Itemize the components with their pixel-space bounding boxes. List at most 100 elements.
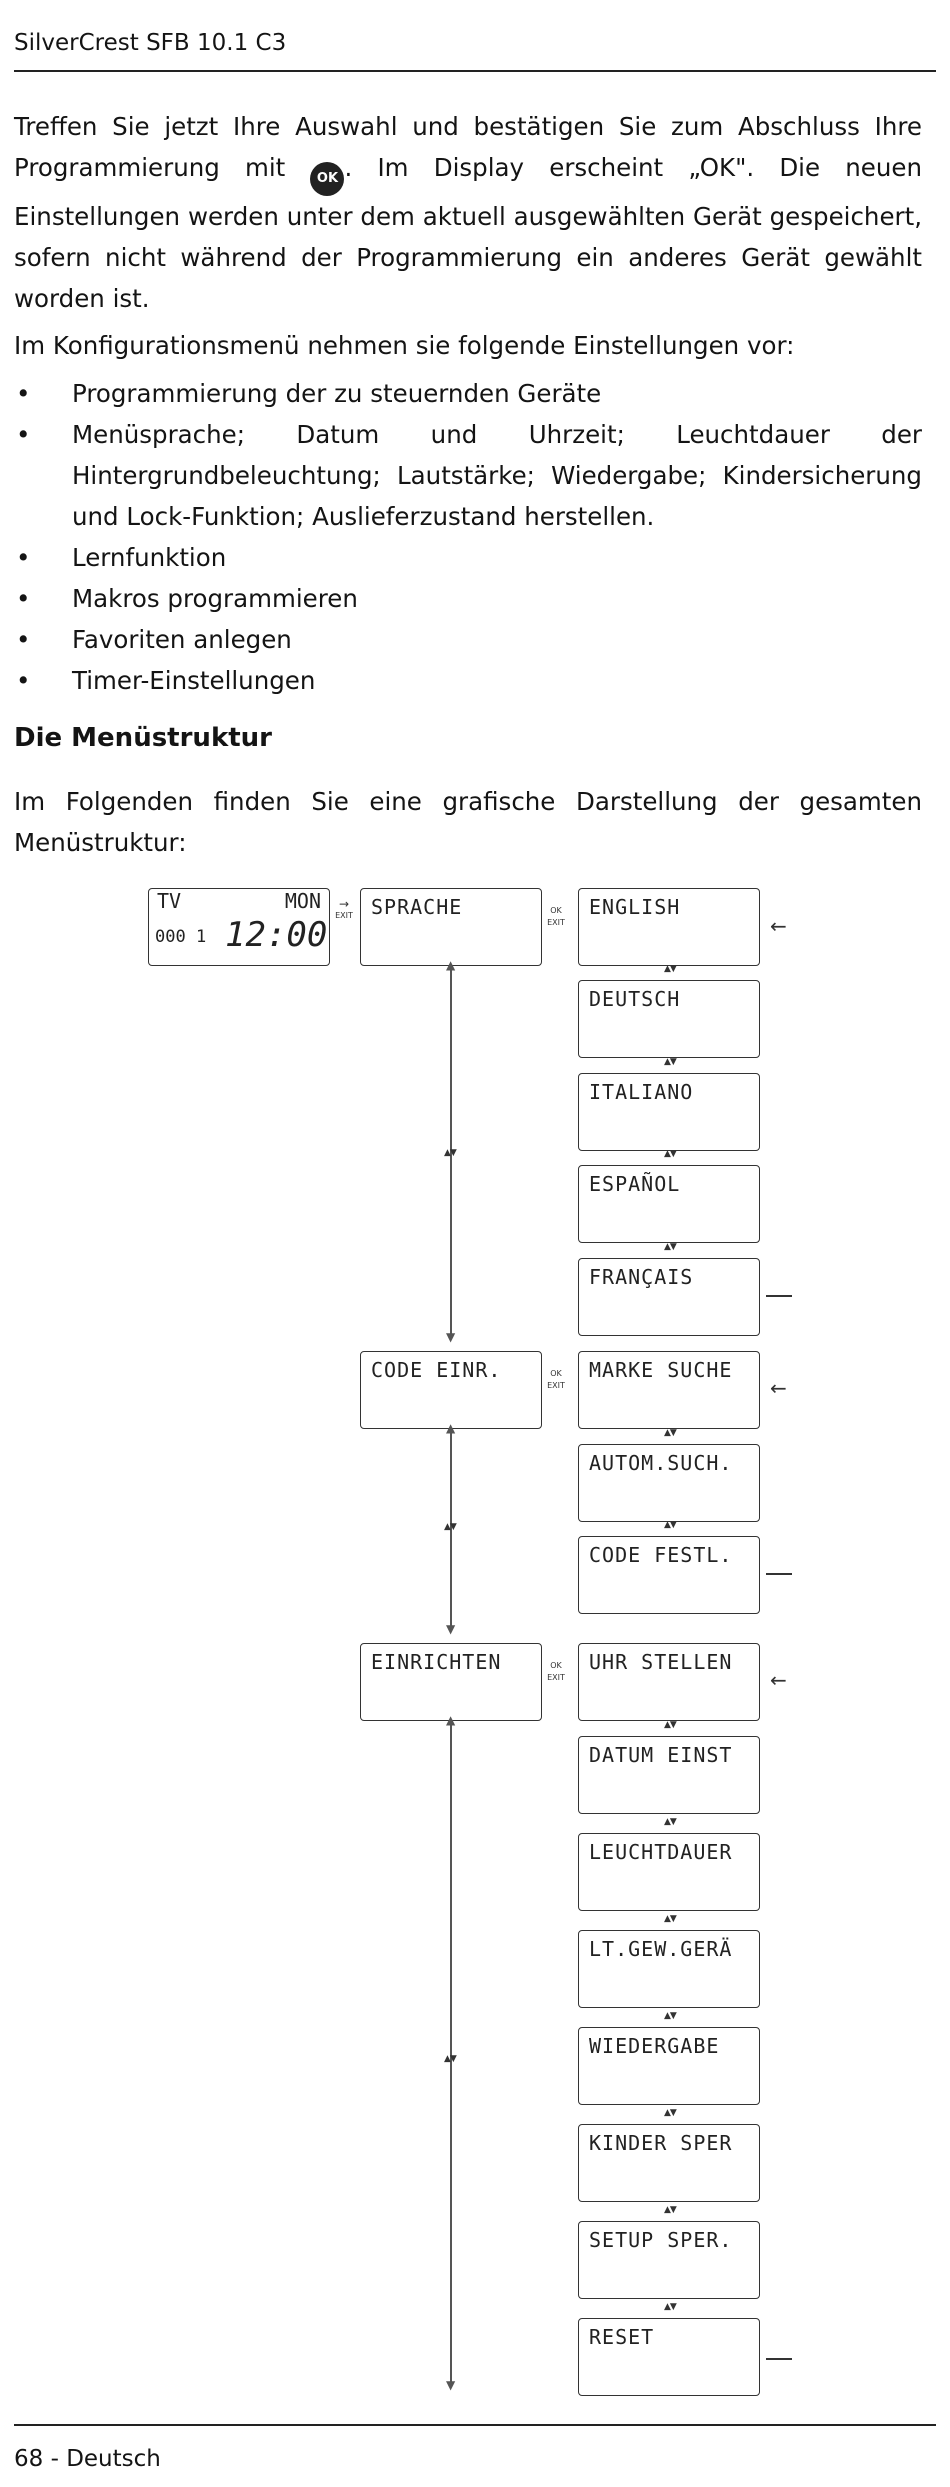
- up-down-icon: ▲▼: [664, 1149, 677, 1159]
- up-down-icon: ▲▼: [664, 2108, 677, 2118]
- option-marke-suche: MARKE SUCHE: [578, 1351, 760, 1429]
- option-label: DATUM EINST: [589, 1743, 733, 1767]
- up-down-icon: ▲▼: [664, 2205, 677, 2215]
- section-intro: Im Folgenden finden Sie eine grafische D…: [14, 787, 922, 857]
- header-title: SilverCrest SFB 10.1 C3: [14, 30, 287, 56]
- bullet-item: Favoriten anlegen: [14, 619, 922, 660]
- up-down-icon: ▲▼: [444, 1148, 457, 1158]
- arrow-down-icon: ▼: [446, 1330, 456, 1344]
- bullet-item: Lernfunktion: [14, 537, 922, 578]
- arrow-down-icon: ▼: [446, 2378, 456, 2392]
- option-italiano: ITALIANO: [578, 1073, 760, 1151]
- option-label: RESET: [589, 2325, 655, 2349]
- up-down-icon: ▲▼: [664, 2011, 677, 2021]
- option-label: ITALIANO: [589, 1080, 694, 1104]
- exit-label: EXIT: [547, 1381, 565, 1390]
- option-francais: FRANÇAIS: [578, 1258, 760, 1336]
- loop-end-mark: [766, 1295, 792, 1297]
- display-time: 12:00: [225, 915, 328, 955]
- config-intro: Im Konfigurationsmenü nehmen sie folgend…: [14, 331, 795, 360]
- up-down-icon: ▲▼: [664, 1817, 677, 1827]
- option-english: ENGLISH: [578, 888, 760, 966]
- loop-arrow-icon: ←: [770, 1376, 787, 1400]
- start-ok-exit-icon: → EXIT: [330, 898, 358, 922]
- option-kinder-sper: KINDER SPER: [578, 2124, 760, 2202]
- ok-icon-label: OK: [316, 171, 339, 186]
- option-label: DEUTSCH: [589, 987, 681, 1011]
- up-down-icon: ▲▼: [664, 1914, 677, 1924]
- up-down-icon: ▲▼: [664, 964, 677, 974]
- section-title: Die Menüstruktur: [14, 723, 272, 753]
- bullet-item: Timer-Einstellungen: [14, 660, 922, 701]
- ok-label: OK: [550, 906, 562, 915]
- up-down-icon: ▲▼: [664, 1428, 677, 1438]
- arrow-up-icon: ▲: [446, 1421, 456, 1435]
- ok-label: OK: [550, 1661, 562, 1670]
- option-wiedergabe: WIEDERGABE: [578, 2027, 760, 2105]
- loop-end-mark: [766, 2358, 792, 2360]
- option-label: WIEDERGABE: [589, 2034, 720, 2058]
- arrow-up-icon: ▲: [446, 958, 456, 972]
- option-autom-such: AUTOM.SUCH.: [578, 1444, 760, 1522]
- menu-label: SPRACHE: [371, 895, 463, 919]
- up-down-icon: ▲▼: [664, 1242, 677, 1252]
- up-down-icon: ▲▼: [444, 1522, 457, 1532]
- option-datum-einst: DATUM EINST: [578, 1736, 760, 1814]
- start-display: TV MON 000 1 12:00: [148, 888, 330, 966]
- display-device: TV: [157, 889, 182, 913]
- exit-label: EXIT: [335, 911, 353, 920]
- up-down-icon: ▲▼: [444, 2054, 457, 2064]
- option-label: KINDER SPER: [589, 2131, 733, 2155]
- option-uhr-stellen: UHR STELLEN: [578, 1643, 760, 1721]
- bullet-item: Programmierung der zu steuernden Geräte: [14, 373, 922, 414]
- option-lt-gew-gera: LT.GEW.GERÄ: [578, 1930, 760, 2008]
- bullet-item: Makros programmieren: [14, 578, 922, 619]
- up-down-icon: ▲▼: [664, 2302, 677, 2312]
- option-setup-sper: SETUP SPER.: [578, 2221, 760, 2299]
- footer-rule: [14, 2424, 936, 2426]
- ok-button-icon: OK: [310, 161, 345, 196]
- option-label: SETUP SPER.: [589, 2228, 733, 2252]
- option-deutsch: DEUTSCH: [578, 980, 760, 1058]
- up-down-icon: ▲▼: [664, 1520, 677, 1530]
- page-number: 68 - Deutsch: [14, 2446, 161, 2472]
- option-espanol: ESPAÑOL: [578, 1165, 760, 1243]
- header-rule: [14, 70, 936, 72]
- option-leuchtdauer: LEUCHTDAUER: [578, 1833, 760, 1911]
- option-label: LT.GEW.GERÄ: [589, 1937, 733, 1961]
- menu-label: EINRICHTEN: [371, 1650, 502, 1674]
- einrichten-ok-exit-icon: OK EXIT: [542, 1660, 570, 1684]
- up-down-icon: ▲▼: [664, 1720, 677, 1730]
- option-label: ESPAÑOL: [589, 1172, 681, 1196]
- loop-arrow-icon: ←: [770, 1668, 787, 1692]
- option-label: AUTOM.SUCH.: [589, 1451, 733, 1475]
- option-label: ENGLISH: [589, 895, 681, 919]
- intro-text-part1: Treffen Sie jetzt Ihre Auswahl und bestä…: [14, 112, 922, 182]
- bullet-item: Menüsprache; Datum und Uhrzeit; Leuchtda…: [14, 414, 922, 537]
- intro-text-part2: . Im Display erscheint „OK". Die neuen E…: [14, 153, 922, 313]
- option-label: LEUCHTDAUER: [589, 1840, 733, 1864]
- option-code-festl: CODE FESTL.: [578, 1536, 760, 1614]
- config-bullet-list: Programmierung der zu steuernden Geräte …: [14, 373, 922, 701]
- menu-sprache: SPRACHE: [360, 888, 542, 966]
- menu-code-einr: CODE EINR.: [360, 1351, 542, 1429]
- option-reset: RESET: [578, 2318, 760, 2396]
- option-label: MARKE SUCHE: [589, 1358, 733, 1382]
- menu-einrichten: EINRICHTEN: [360, 1643, 542, 1721]
- loop-end-mark: [766, 1573, 792, 1575]
- arrow-up-icon: ▲: [446, 1713, 456, 1727]
- option-label: UHR STELLEN: [589, 1650, 733, 1674]
- display-code: 000 1: [155, 927, 207, 947]
- menu-label: CODE EINR.: [371, 1358, 502, 1382]
- menu-connector-line: [450, 1721, 452, 2387]
- option-label: FRANÇAIS: [589, 1265, 694, 1289]
- menu-connector-line: [450, 1429, 452, 1631]
- option-label: CODE FESTL.: [589, 1543, 733, 1567]
- menu-connector-line: [450, 966, 452, 1339]
- loop-arrow-icon: ←: [770, 914, 787, 938]
- ok-label: OK: [550, 1369, 562, 1378]
- sprache-ok-exit-icon: OK EXIT: [542, 905, 570, 929]
- up-down-icon: ▲▼: [664, 1057, 677, 1067]
- code-ok-exit-icon: OK EXIT: [542, 1368, 570, 1392]
- display-day: MON: [284, 889, 321, 913]
